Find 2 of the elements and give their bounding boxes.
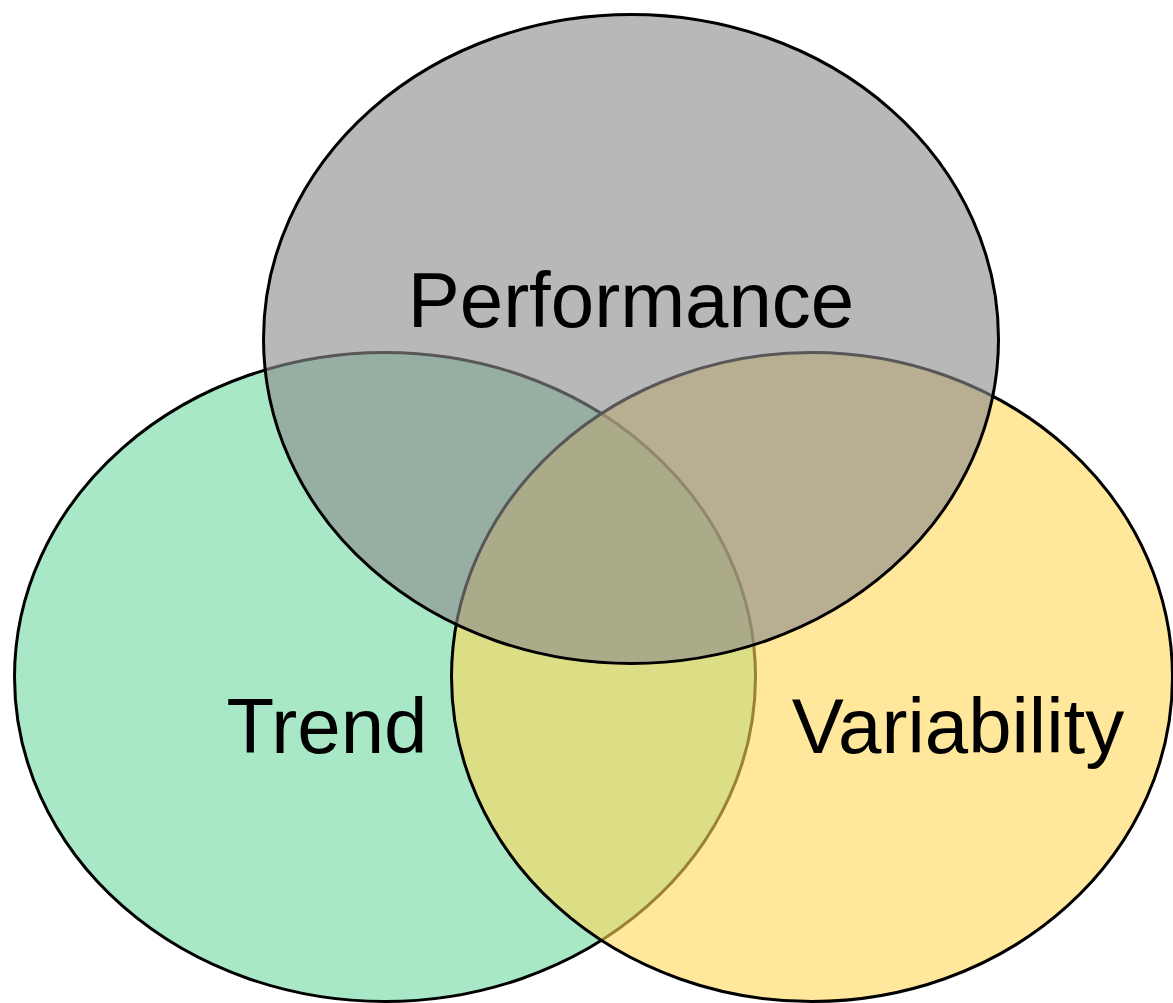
set-label: Trend [226,687,428,765]
set-label: Performance [407,261,855,339]
